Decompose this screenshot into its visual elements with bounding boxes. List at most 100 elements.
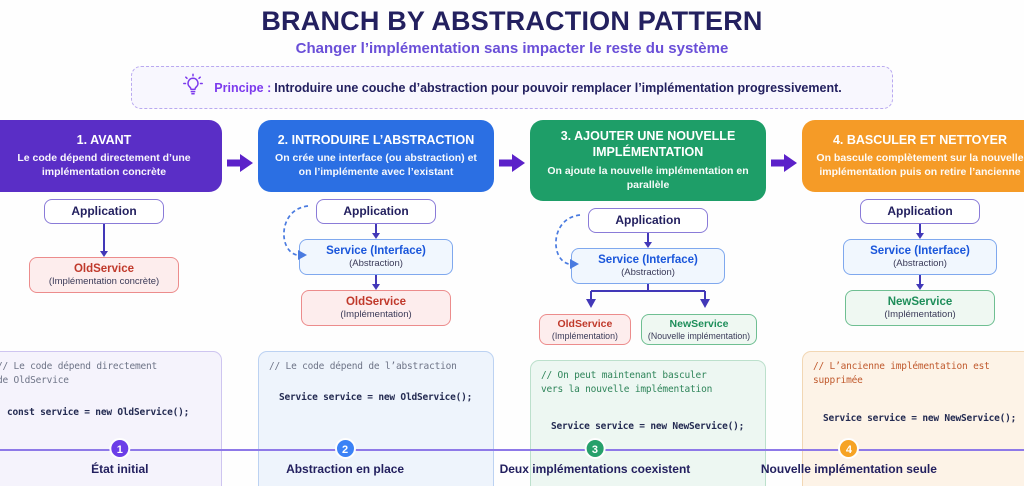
milestone-number-badge: 3 — [584, 438, 606, 459]
step-title: 1. AVANT — [76, 132, 132, 147]
step-arrow-icon — [771, 152, 797, 174]
step-title: 3. AJOUTER UNE NOUVELLE IMPLÉMENTATION — [560, 129, 736, 160]
steps-row: 1. AVANT Le code dépend directement d’un… — [0, 120, 1024, 486]
oldservice-box: OldService(Implémentation) — [538, 313, 631, 346]
service-interface-box: Service (Interface)(Abstraction) — [299, 239, 453, 275]
box-subtitle: (Implémentation) — [884, 309, 956, 321]
implementation-pair: OldService(Implémentation) NewService(Nou… — [538, 313, 758, 346]
code-line — [541, 397, 755, 403]
service-interface-box: Service (Interface)(Abstraction) — [571, 247, 725, 284]
box-subtitle: (Implémentation) — [551, 330, 618, 341]
branch-connector — [543, 283, 753, 314]
principle-text: Principe :Introduire une couche d’abstra… — [214, 80, 842, 95]
step-title: 2. INTRODUIRE L’ABSTRACTION — [277, 132, 475, 147]
step-subtitle: On bascule complètement sur la nouvelle … — [816, 151, 1024, 179]
dashed-dependency-arrow — [270, 201, 314, 270]
box-title: Service (Interface) — [598, 253, 698, 266]
code-line: vers la nouvelle implémentation — [541, 384, 713, 396]
code-block: // L’ancienne implémentation est supprim… — [802, 351, 1024, 486]
service-interface-box: Service (Interface)(Abstraction) — [843, 239, 997, 275]
code-line: Service service = new OldService(); — [279, 392, 473, 404]
page-subtitle: Changer l’implémentation sans impacter l… — [295, 40, 729, 57]
box-title: Service (Interface) — [870, 245, 970, 257]
arrow-down-icon — [916, 224, 924, 239]
milestone-number-badge: 2 — [334, 438, 356, 459]
step-column: 2. INTRODUIRE L’ABSTRACTION On crée une … — [258, 120, 494, 486]
code-line: // Le code dépend directement — [0, 361, 158, 372]
application-box: Application — [316, 199, 436, 224]
box-subtitle: (Nouvelle implémentation) — [647, 330, 751, 341]
application-box: Application — [588, 207, 708, 233]
box-subtitle: (Abstraction) — [893, 258, 947, 270]
newservice-box: NewService(Nouvelle implémentation) — [640, 313, 758, 346]
arrow-down-icon — [100, 224, 108, 257]
code-line: const service = new OldService(); — [7, 406, 190, 418]
step-column: 3. AJOUTER UNE NOUVELLE IMPLÉMENTATION O… — [530, 120, 766, 486]
box-subtitle: (Abstraction) — [349, 258, 403, 270]
milestone-label: Abstraction en place — [286, 462, 405, 476]
code-block: // Le code dépend directement de OldServi… — [0, 351, 222, 486]
code-line: // On peut maintenant basculer — [541, 369, 707, 381]
code-line: Service service = new NewService(); — [823, 412, 1017, 424]
box-subtitle: (Abstraction) — [621, 267, 675, 279]
step-header: 3. AJOUTER UNE NOUVELLE IMPLÉMENTATION O… — [530, 120, 766, 201]
milestone-number-badge: 4 — [838, 438, 860, 459]
step-column: 1. AVANT Le code dépend directement d’un… — [0, 120, 222, 486]
principle-label: Principe : — [214, 80, 272, 95]
timeline-line — [0, 449, 1024, 451]
code-line: de OldService — [0, 375, 69, 387]
box-title: Service (Interface) — [326, 245, 426, 257]
step-title: 4. BASCULER ET NETTOYER — [832, 132, 1008, 147]
box-subtitle: (Implémentation) — [340, 309, 412, 321]
oldservice-box: OldService(Implémentation) — [301, 289, 451, 326]
step-header: 1. AVANT Le code dépend directement d’un… — [0, 120, 222, 192]
box-title: OldService — [345, 295, 407, 308]
arrow-down-icon — [372, 274, 380, 290]
code-line: // Le code dépend de l’abstraction — [269, 361, 457, 372]
box-title: NewService — [887, 295, 953, 308]
step-subtitle: Le code dépend directement d’une impléme… — [17, 151, 191, 179]
step-header: 4. BASCULER ET NETTOYER On bascule compl… — [802, 120, 1024, 192]
box-title: NewService — [669, 317, 729, 330]
dashed-dependency-arrow — [542, 210, 586, 279]
page-title: BRANCH BY ABSTRACTION PATTERN — [261, 6, 763, 36]
step-header: 2. INTRODUIRE L’ABSTRACTION On crée une … — [258, 120, 494, 192]
code-line: Service service = new NewService(); — [551, 421, 745, 433]
code-line: // L’ancienne implémentation est supprim… — [813, 361, 996, 387]
arrow-down-icon — [372, 224, 380, 239]
box-title: Application — [343, 204, 409, 218]
application-box: Application — [44, 199, 164, 224]
code-line — [813, 389, 1024, 395]
code-block: // On peut maintenant basculer vers la no… — [530, 359, 766, 486]
application-box: Application — [860, 199, 980, 224]
arrow-down-icon — [916, 274, 924, 290]
step-subtitle: On ajoute la nouvelle implémentation en … — [547, 164, 749, 191]
oldservice-box: OldService(Implémentation concrète) — [29, 257, 179, 293]
milestone-label: Nouvelle implémentation seule — [760, 462, 937, 476]
box-title: Application — [71, 204, 137, 218]
box-subtitle: (Implémentation concrète) — [48, 276, 160, 288]
milestone-label: État initial — [91, 462, 149, 476]
step-column: 4. BASCULER ET NETTOYER On bascule compl… — [802, 120, 1024, 486]
milestone-number-badge: 1 — [109, 438, 131, 459]
step-arrow-icon — [499, 152, 525, 174]
box-title: OldService — [73, 263, 135, 275]
step-subtitle: On crée une interface (ou abstraction) e… — [275, 151, 477, 179]
principle-banner: Principe :Introduire une couche d’abstra… — [131, 66, 893, 109]
lightbulb-icon — [182, 73, 204, 102]
step-arrow-icon — [227, 152, 253, 174]
milestone-label: Deux implémentations coexistent — [499, 462, 691, 476]
box-title: Application — [887, 204, 953, 218]
box-title: Application — [615, 212, 681, 227]
box-title: OldService — [557, 317, 613, 330]
arrow-down-icon — [644, 232, 652, 248]
